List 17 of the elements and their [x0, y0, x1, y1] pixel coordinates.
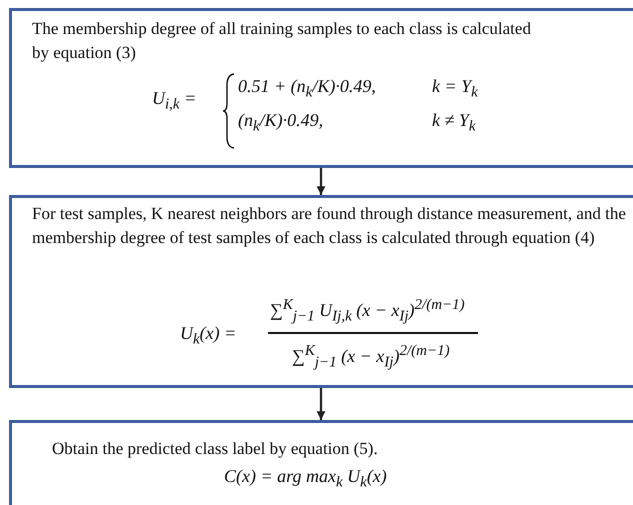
arrow: [316, 388, 326, 420]
formula-text: 0.51 + (n$_{k}$/K)·0.49,: [238, 75, 376, 103]
description-text: The membership degree of all training samples to each class is calculated by equation (3): [32, 18, 532, 64]
formula-text: U$_{k}$(x) =: [180, 322, 236, 350]
condition-text: k = Y$_{k}$: [432, 75, 478, 103]
arrow: [316, 168, 326, 195]
formula-text: (n$_{k}$/K)·0.49,: [238, 109, 324, 137]
formula-text: U$_{i,k}$ =: [152, 87, 196, 115]
formula-text: C(x) = arg max$_{k}$ U$_{k}$(x): [224, 465, 387, 493]
denominator-text: ∑$^{K}$$_{j−1}$ (x − x$_{Ij}$)$^{2/(m−1)}$: [292, 342, 450, 373]
process-box: [9, 8, 633, 168]
process-box: [9, 420, 633, 505]
numerator-text: ∑$^{K}$$_{j−1}$ U$_{Ij,k}$ (x − x$_{Ij}$)$^{2/(m−1)}$: [270, 296, 465, 327]
description-text: For test samples, K nearest neighbors are found through distance measurement, and the membership degree of test samples of each class is calculated through equation (4): [32, 203, 626, 249]
condition-text: k ≠ Y$_{k}$: [432, 109, 476, 137]
description-text: Obtain the predicted class label by equation (5).: [52, 438, 379, 460]
process-box: [9, 195, 633, 388]
